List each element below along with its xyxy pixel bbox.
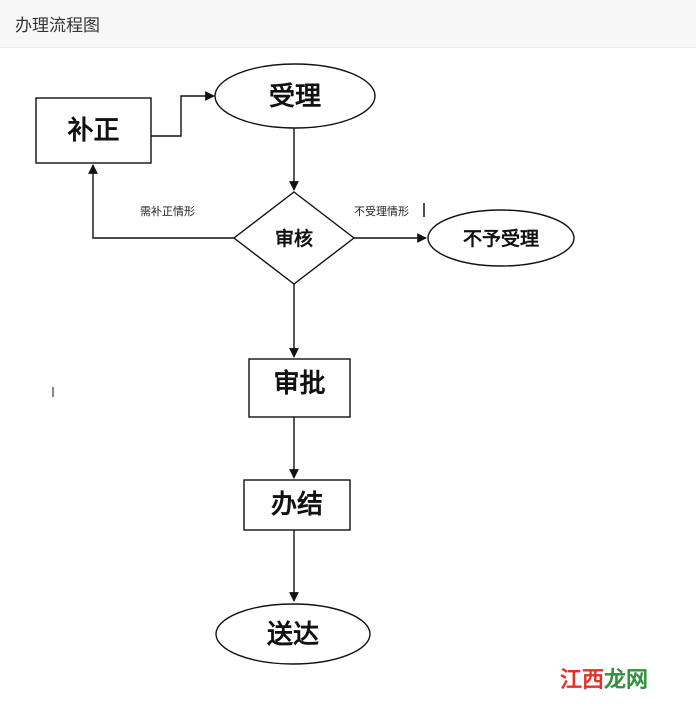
page-title: 办理流程图 [15, 16, 100, 36]
node-songda-label: 送达 [267, 620, 319, 650]
node-buyushouli: 不予受理 [427, 209, 575, 267]
node-shenhe-label: 审核 [275, 227, 313, 250]
node-shouli-label: 受理 [269, 81, 321, 112]
node-buzheng-label: 补正 [67, 116, 119, 146]
watermark-part1: 江西 [560, 667, 605, 693]
edge-buzheng-to-shouli [151, 91, 215, 137]
edge-label-not-accepted: 不受理情形 [354, 205, 409, 218]
node-banjie-label: 办结 [271, 490, 323, 520]
node-buzheng: 补正 [35, 97, 152, 164]
node-shenpi: 审批 [248, 358, 351, 418]
node-shenhe: 审核 [232, 191, 356, 285]
node-banjie: 办结 [243, 479, 351, 531]
edge-shenhe-to-buzheng [88, 164, 234, 239]
page-header: 办理流程图 [0, 0, 696, 48]
node-shouli: 受理 [214, 63, 376, 129]
node-songda: 送达 [215, 603, 371, 665]
edge-label-need-correction: 需补正情形 [140, 205, 195, 218]
watermark-part2: 龙网 [604, 667, 649, 693]
site-watermark: 江西龙网 [560, 662, 648, 694]
node-buyushouli-label: 不予受理 [463, 227, 539, 250]
node-shenpi-label: 审批 [273, 368, 325, 399]
